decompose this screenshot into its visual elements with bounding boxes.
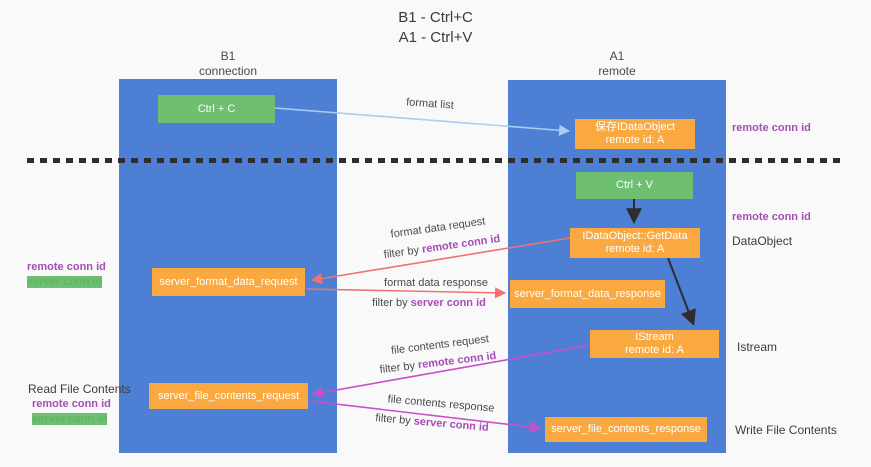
left-server-conn-id-note-1: server conn id xyxy=(27,276,103,288)
file-contents-response-label: file contents response xyxy=(387,393,495,415)
server-file-contents-response-label: server_file_contents_response xyxy=(551,423,701,435)
filter-server-conn-id: server conn id xyxy=(413,415,490,434)
filter-prefix: filter by xyxy=(372,297,411,309)
format-list-label: format list xyxy=(405,96,455,112)
filter-prefix: filter by xyxy=(379,359,419,377)
save-idataobject-line2: remote id: A xyxy=(605,134,665,146)
dataobject-note: DataObject xyxy=(732,234,793,248)
ctrl-c-box: Ctrl + C xyxy=(158,95,275,123)
format-data-response-label: format data response xyxy=(384,277,488,289)
server-file-contents-request-box: server_file_contents_request xyxy=(149,383,308,409)
server-format-data-response-box: server_format_data_response xyxy=(510,280,665,308)
server-format-data-request-label: server_format_data_request xyxy=(159,275,298,288)
a1-column-name: A1 xyxy=(609,49,625,63)
ctrl-v-label: Ctrl + V xyxy=(616,179,653,191)
b1-column-header: B1 connection xyxy=(119,49,337,79)
server-file-contents-response-box: server_file_contents_response xyxy=(545,417,707,442)
left-server-conn-id-note-2: server conn id xyxy=(32,413,108,425)
getdata-line1: IDataObject::GetData xyxy=(582,230,688,242)
dashed-divider-line xyxy=(27,158,845,163)
ctrl-v-box: Ctrl + V xyxy=(576,172,693,199)
server-file-contents-request-label: server_file_contents_request xyxy=(157,389,300,402)
filter-prefix: filter by xyxy=(374,412,415,428)
diagram-title: B1 - Ctrl+C A1 - Ctrl+V xyxy=(0,8,871,48)
read-file-contents-note: Read File Contents xyxy=(28,382,131,396)
filter-remote-conn-id: remote conn id xyxy=(421,232,501,256)
server-format-data-request-box: server_format_data_request xyxy=(152,268,305,296)
write-file-contents-note: Write File Contents xyxy=(735,423,837,437)
a1-column-role: remote xyxy=(598,64,636,78)
filter-server-conn-id: server conn id xyxy=(410,297,486,309)
title-line-1: B1 - Ctrl+C xyxy=(398,9,473,26)
filter-remote-conn-id: remote conn id xyxy=(417,349,497,372)
getdata-line2: remote id: A xyxy=(605,243,665,255)
filter-by-server-conn-id-label-2: filter by server conn id xyxy=(375,412,489,434)
istream-line2: remote id: A xyxy=(625,344,684,356)
title-line-2: A1 - Ctrl+V xyxy=(398,29,473,46)
server-format-data-response-label: server_format_data_response xyxy=(514,287,661,300)
idataobject-getdata-box: IDataObject::GetData remote id: A xyxy=(570,228,700,258)
save-idataobject-box: 保存IDataObject remote id: A xyxy=(575,119,695,149)
filter-by-server-conn-id-label-1: filter by server conn id xyxy=(372,297,486,309)
left-remote-conn-id-note-2: remote conn id xyxy=(32,398,111,410)
remote-conn-id-note-mid: remote conn id xyxy=(732,211,811,223)
remote-conn-id-note-top: remote conn id xyxy=(732,122,811,134)
istream-note: Istream xyxy=(737,340,778,354)
b1-column-name: B1 xyxy=(220,49,236,63)
istream-box: IStream remote id: A xyxy=(590,330,719,358)
b1-column-role: connection xyxy=(198,64,258,78)
filter-prefix: filter by xyxy=(383,243,423,262)
ctrl-c-label: Ctrl + C xyxy=(197,102,236,115)
left-remote-conn-id-note-1: remote conn id xyxy=(27,261,106,273)
save-idataobject-line1: 保存IDataObject xyxy=(594,121,676,133)
istream-line1: IStream xyxy=(635,331,674,343)
a1-column-header: A1 remote xyxy=(508,49,726,79)
